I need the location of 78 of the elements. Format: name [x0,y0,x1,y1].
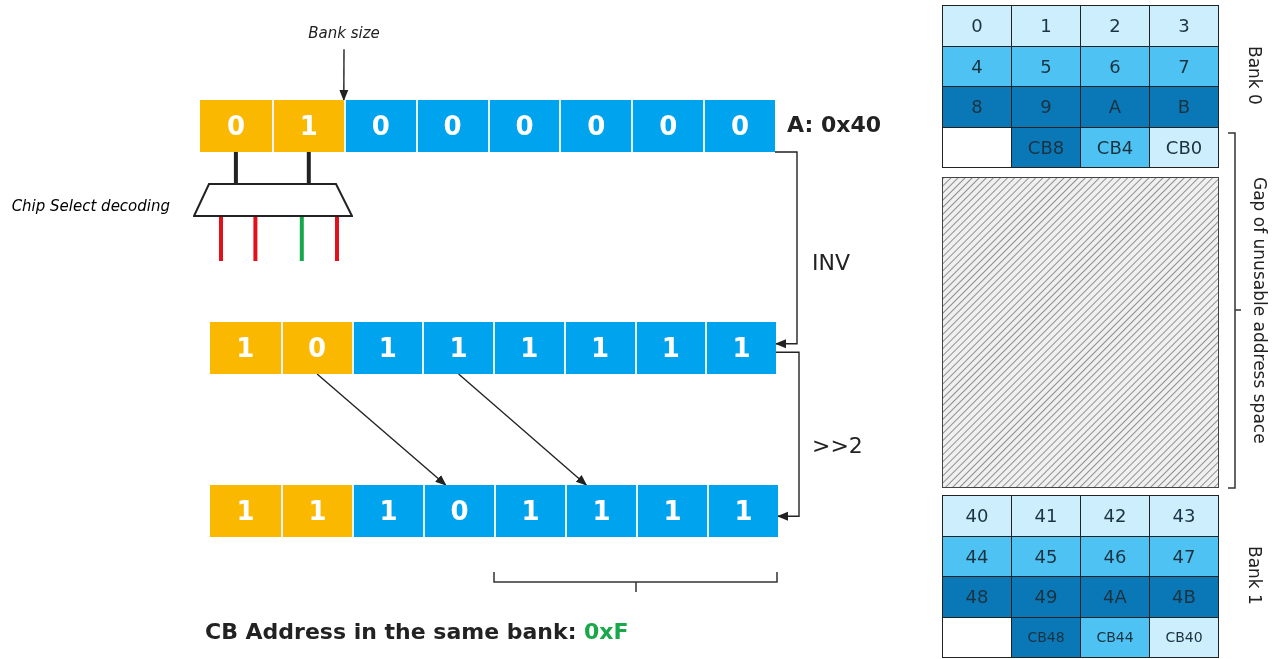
arrow [775,351,800,521]
bit-cell: 1 [567,485,636,537]
bit-cell: 0 [633,100,704,152]
address-cell: 2 [1080,5,1150,47]
bit-cell: 1 [210,485,281,537]
bit-cell: 1 [424,322,493,374]
bit-cell: 1 [638,485,707,537]
address-cell: 9 [1011,86,1081,128]
result-text: CB Address in the same bank: [205,619,577,644]
address-cell: 45 [1011,535,1081,577]
bank-label: Bank 1 [1245,544,1265,607]
address-cell: 42 [1080,495,1150,537]
decoder-caption: Chip Select decoding [10,197,170,217]
bit-cell: 0 [282,322,352,374]
address-cell: 44 [942,535,1012,577]
bank-label: Bank 0 [1245,44,1265,107]
bit-cell: 0 [200,100,272,152]
bit-cell: 0 [561,100,632,152]
bit-register [200,100,775,152]
bit-cell: 0 [345,100,416,152]
bit-cell: 1 [709,485,778,537]
address-cell: B [1149,86,1219,128]
decoder-trapezoid [193,183,353,217]
address-cell: A [1080,86,1150,128]
signal-line [335,217,339,261]
bit-cell: 1 [707,322,776,374]
address-cell: 0 [942,5,1012,47]
bit-register [210,485,778,537]
bit-cell: 1 [353,322,423,374]
address-cell: 41 [1011,495,1081,537]
address-cell: 43 [1149,495,1219,537]
bit-cell: 1 [636,322,706,374]
bit-cell: 1 [283,485,352,537]
address-cell: 3 [1149,5,1219,47]
address-cell: CB4 [1080,126,1150,168]
signal-line [306,152,311,184]
bit-cell: 0 [417,100,488,152]
address-cell: 5 [1011,45,1081,87]
bit-cell: 1 [210,322,281,374]
result-value: 0xF [584,619,629,644]
bit-cell: 1 [565,322,635,374]
address-cell: 49 [1011,576,1081,618]
bit-cell: 0 [489,100,560,152]
arrow [316,373,447,486]
bit-cell: 1 [496,485,565,537]
signal-line [233,152,238,184]
address-cell: 8 [942,86,1012,128]
address-cell: CB44 [1080,616,1150,658]
bit-cell: 1 [495,322,564,374]
annotation-text: Bank size [294,24,394,46]
arrow [457,373,588,486]
bit-register [210,322,776,374]
address-cell: 48 [942,576,1012,618]
arrow [339,48,349,102]
bit-cell: 1 [354,485,423,537]
bit-cell: 1 [273,100,344,152]
address-cell: 4B [1149,576,1219,618]
address-cell: 7 [1149,45,1219,87]
bit-cell: 0 [425,485,494,537]
address-cell: CB8 [1011,126,1081,168]
register-value: A: 0x40 [787,112,882,139]
address-cell: 4A [1080,576,1150,618]
bit-cell: 0 [705,100,775,152]
address-cell: 46 [1080,535,1150,577]
address-cell: 40 [942,495,1012,537]
address-cell: CB40 [1149,616,1219,658]
address-cell: 4 [942,45,1012,87]
signal-line [299,217,304,261]
gap-label: Gap of unusable address space [1250,175,1270,446]
address-cell: 47 [1149,535,1219,577]
address-cell: CB0 [1149,126,1219,168]
address-cell: 1 [1011,5,1081,47]
signal-line [219,217,223,261]
signal-line [253,217,258,261]
address-cell: 6 [1080,45,1150,87]
arrow [774,151,798,349]
hatched-gap [942,177,1219,488]
address-cell: CB48 [1011,616,1081,658]
